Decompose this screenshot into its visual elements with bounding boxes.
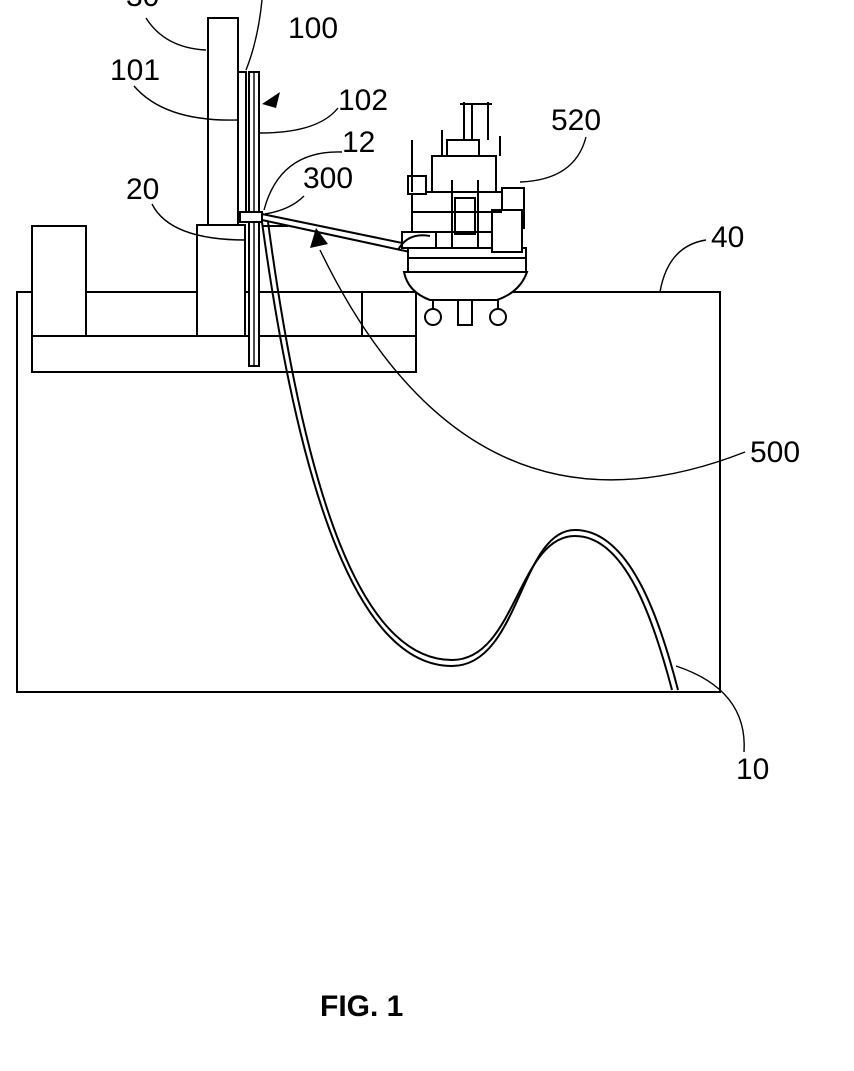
label-12: 12 xyxy=(342,126,375,159)
label-100: 100 xyxy=(288,12,338,45)
transfer-line xyxy=(262,214,412,252)
label-102: 102 xyxy=(338,84,388,117)
label-101: 101 xyxy=(110,54,160,87)
label-20: 20 xyxy=(126,173,159,206)
label-40: 40 xyxy=(711,221,744,254)
label-500: 500 xyxy=(750,436,800,469)
label-10: 10 xyxy=(736,753,769,786)
dock-structure xyxy=(32,225,416,372)
figure-caption: FIG. 1 xyxy=(320,990,403,1023)
label-520: 520 xyxy=(551,104,601,137)
arrowhead-100 xyxy=(262,92,280,108)
label-30: 30 xyxy=(126,0,159,13)
label-300: 300 xyxy=(303,162,353,195)
vessel xyxy=(398,102,527,325)
